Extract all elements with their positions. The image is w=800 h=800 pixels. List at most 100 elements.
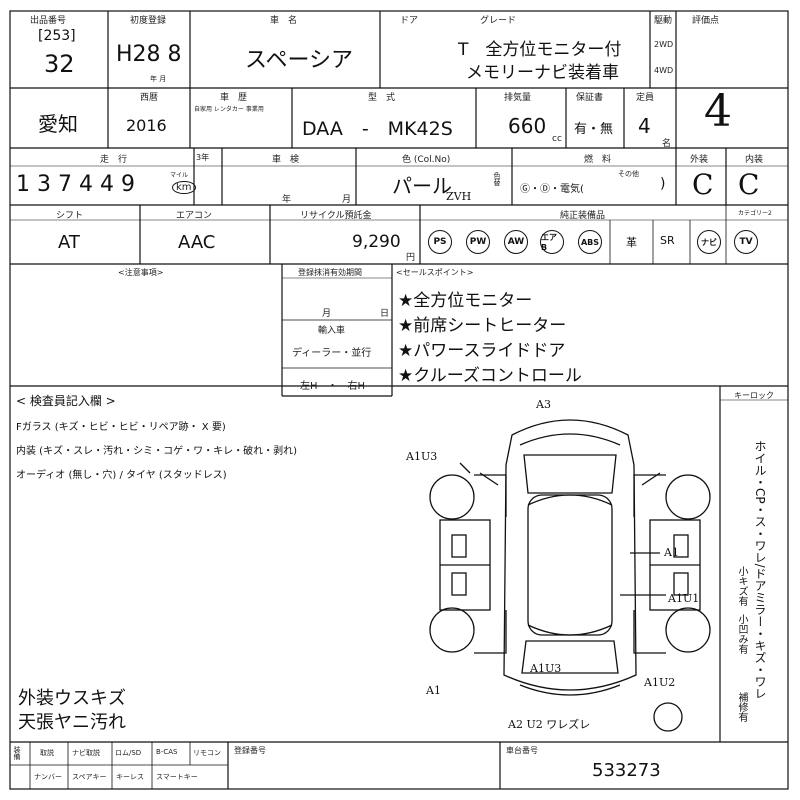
- score-label: 評価点: [692, 16, 720, 26]
- glass-line: Fガラス (キズ・ヒビ・ヒビ・リペア跡・ X 要): [16, 422, 226, 433]
- exterior-value: C: [692, 168, 714, 201]
- model-code-label: 型 式: [368, 93, 396, 103]
- mileage-label: 走 行: [100, 155, 128, 165]
- color-side: 色替: [493, 172, 501, 186]
- recycle-unit: 円: [406, 253, 416, 263]
- aircon-value: AAC: [178, 232, 216, 253]
- first-reg-value: H28 8: [116, 42, 182, 67]
- registration-label: 登録抹消有効期間: [298, 268, 362, 277]
- footer-equip-label: 装備: [13, 746, 21, 760]
- audio-line: オーディオ (無し・穴) / タイヤ (スタッドレス): [16, 470, 227, 481]
- hand-note-2: 天張ヤニ汚れ: [18, 712, 126, 733]
- inspection-label: 車 検: [272, 155, 300, 165]
- caution-label: <注意事項>: [118, 268, 164, 277]
- mileage-unit-mile: マイル: [170, 172, 189, 179]
- mark-bottom-note: A2 U2 ワレズレ: [508, 718, 591, 731]
- mark-a1u3-lower: A1U3: [530, 662, 562, 675]
- chassis-no-label: 車台番号: [506, 746, 538, 755]
- drive-4wd: 4WD: [654, 66, 674, 75]
- chassis-label: 車 歴: [220, 93, 248, 103]
- chassis-no: 533273: [592, 760, 661, 781]
- equip-abs: ABS: [578, 230, 602, 254]
- grade-line1: T 全方位モニター付: [458, 40, 622, 60]
- fuel-other: その他: [618, 170, 639, 178]
- interior-line: 内装 (キズ・スレ・汚れ・シミ・コゲ・ワ・キレ・破れ・剥れ): [16, 446, 297, 457]
- footer-plate: ナンバー: [34, 773, 62, 781]
- color-code: ZVH: [446, 190, 472, 203]
- fuel-label: 燃 料: [584, 155, 612, 165]
- inspection-year: 年: [282, 195, 292, 205]
- equip-label: 純正装備品: [560, 211, 606, 221]
- fuel-close: ): [660, 176, 666, 192]
- equip-tv: TV: [734, 230, 758, 254]
- year-label: 西暦: [140, 93, 159, 103]
- lot-label: 出品番号: [30, 16, 67, 26]
- drive-2wd: 2WD: [654, 40, 674, 49]
- model-name: スペーシア: [245, 48, 354, 73]
- equip-sunroof: SR: [660, 234, 675, 247]
- equip-airbag: エアB: [540, 230, 564, 254]
- mark-a3-top: A3: [536, 398, 551, 411]
- sales-label: <セールスポイント>: [396, 268, 474, 277]
- import-dealer: ディーラー・並行: [292, 348, 372, 359]
- door-label: ドア: [400, 16, 419, 26]
- chassis-sub: 自家用 レンタカー 事業用: [194, 106, 264, 113]
- shift-value: AT: [58, 232, 80, 253]
- equip-ps: PS: [428, 230, 452, 254]
- sales-point-2: ★前席シートヒーター: [398, 316, 567, 336]
- inspection-title: < 検査員記入欄 >: [16, 394, 116, 408]
- sales-point-3: ★パワースライドドア: [398, 341, 566, 361]
- year-value: 2016: [126, 116, 167, 135]
- drive-label: 駆動: [654, 16, 673, 26]
- sanbun-label: 3年: [196, 153, 210, 162]
- fuel-value: Ⓖ・Ⓓ・電気(: [520, 184, 584, 195]
- color-value: パール: [392, 174, 452, 198]
- footer-spare-key: スペアキー: [72, 773, 107, 781]
- hand-note-1: 外装ウスキズ: [18, 688, 126, 709]
- vertical-text-4: 補修有: [736, 692, 747, 722]
- vertical-text: ホイル・CP・ス・ワレ/ドアミラー・キズ・ワレ: [753, 440, 767, 700]
- vertical-text-3: 小凹み有: [736, 614, 747, 654]
- footer-bcas: B-CAS: [156, 748, 178, 756]
- interior-value: C: [738, 168, 760, 201]
- car-diagram: [429, 419, 711, 732]
- mark-a1-left: A1: [426, 684, 441, 697]
- equip-navi: ナビ: [697, 230, 721, 254]
- color-label: 色 (Col.No): [402, 155, 451, 165]
- import-label: 輸入車: [318, 326, 346, 336]
- footer-remote: リモコン: [193, 749, 221, 757]
- aircon-label: エアコン: [176, 211, 213, 221]
- footer-manual: 取説: [40, 749, 54, 757]
- sales-point-1: ★全方位モニター: [398, 291, 533, 311]
- footer-keyless: キーレス: [116, 773, 144, 781]
- footer-rom-sd: ロム/SD: [115, 749, 142, 757]
- exterior-label: 外装: [690, 155, 709, 165]
- mark-a1u1-right: A1U1: [668, 592, 700, 605]
- score-value: 4: [704, 86, 732, 137]
- mileage-value: 137449: [16, 172, 142, 197]
- grade-label: グレード: [480, 16, 517, 26]
- model-name-label: 車 名: [270, 16, 298, 26]
- equip-category-label: カテゴリー2: [738, 210, 772, 217]
- warranty-label: 保証書: [576, 93, 604, 103]
- first-reg-label: 初度登録: [130, 16, 167, 26]
- recycle-value: 9,290: [352, 232, 401, 252]
- inspection-month: 月: [342, 195, 352, 205]
- first-reg-unit: 年 月: [150, 75, 167, 83]
- equip-leather: 革: [626, 236, 637, 249]
- mark-a1-right: A1: [664, 546, 679, 559]
- displacement-label: 排気量: [504, 93, 532, 103]
- equip-pw: PW: [466, 230, 490, 254]
- registration-day: 日: [380, 309, 390, 319]
- capacity-value: 4: [638, 114, 651, 138]
- steering: 左H ・ 右H: [300, 381, 366, 392]
- mileage-unit-km: km: [172, 181, 196, 194]
- recycle-label: リサイクル預託金: [300, 211, 372, 221]
- lot-number: 32: [44, 50, 75, 78]
- keyloc-label: キーロック: [734, 391, 774, 400]
- warranty-value: 有・無: [574, 122, 614, 137]
- footer-navi-manual: ナビ取説: [72, 749, 100, 757]
- capacity-label: 定員: [636, 93, 655, 103]
